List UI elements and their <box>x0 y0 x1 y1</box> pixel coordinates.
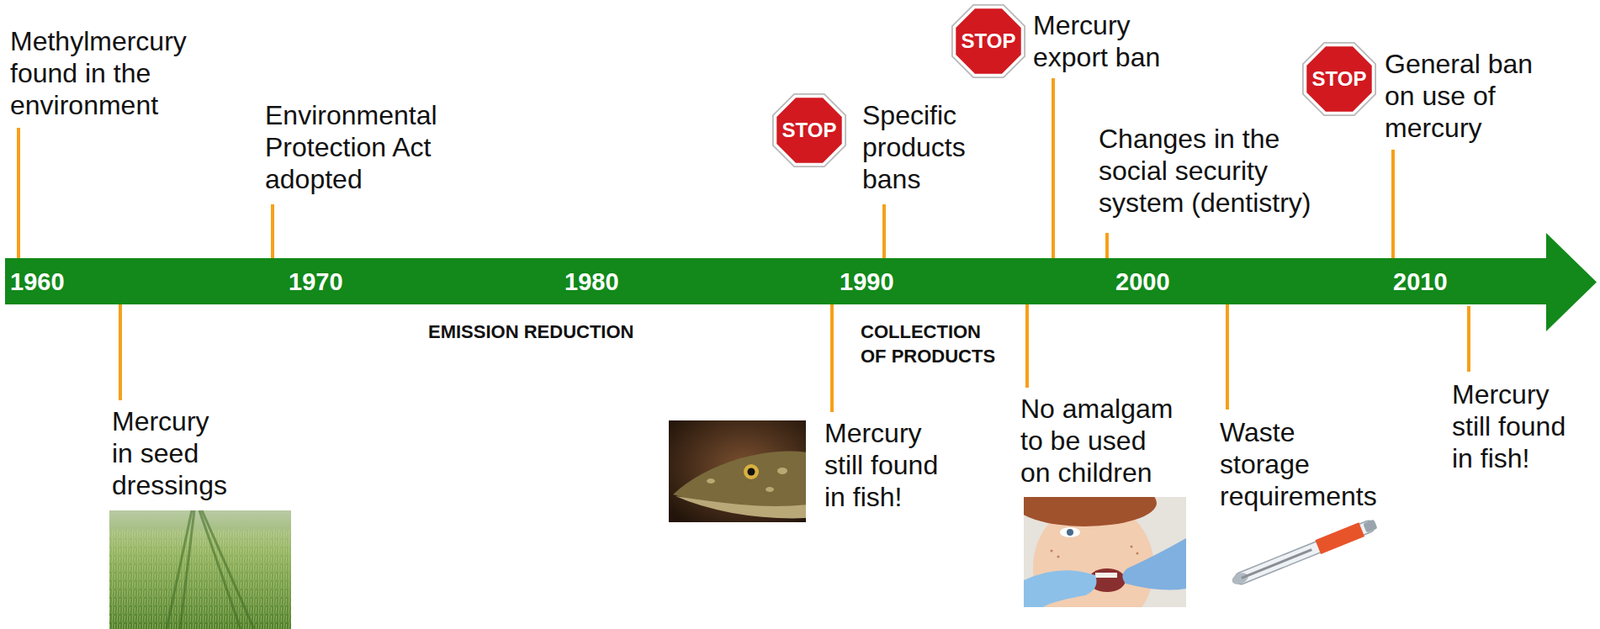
tick-line <box>882 204 886 259</box>
tick-line <box>1105 233 1109 259</box>
year-label: 1990 <box>839 268 895 296</box>
event-label: No amalgam to be used on children <box>1020 392 1177 489</box>
stop-sign: STOP <box>951 4 1026 79</box>
stop-text-box: STOP <box>1302 42 1377 117</box>
event-label: Mercury still found in fish! <box>824 417 943 514</box>
stop-sign: STOP <box>1302 42 1377 117</box>
wheat-field-photo <box>109 510 292 629</box>
event-label: Mercury still found in fish! <box>1451 378 1570 475</box>
event-label: Mercury export ban <box>1033 9 1168 74</box>
tick-line <box>270 204 275 259</box>
event-label: Changes in the social security system (d… <box>1098 122 1328 219</box>
tick-line <box>1467 306 1471 372</box>
tick-line <box>1051 78 1055 259</box>
period-label: EMISSION REDUCTION <box>428 319 681 345</box>
thermometer-photo <box>1229 517 1378 590</box>
tick-line <box>1391 149 1395 259</box>
child-dentist-photo <box>1023 497 1187 608</box>
year-label: 1980 <box>564 268 620 296</box>
tick-lines <box>18 78 1469 413</box>
period-label: COLLECTION OF PRODUCTS <box>860 319 1004 369</box>
stop-text-box: STOP <box>772 93 847 168</box>
event-label: Mercury in seed dressings <box>111 405 232 502</box>
tick-line <box>830 304 834 413</box>
stop-word: STOP <box>961 30 1017 53</box>
tick-line <box>1225 304 1230 410</box>
year-label: 1960 <box>10 268 65 296</box>
tick-line <box>1025 304 1029 388</box>
event-label: Methylmercury found in the environment <box>10 25 191 122</box>
year-label: 2010 <box>1393 268 1448 296</box>
tick-line <box>118 304 122 401</box>
timeline-arrow: 1960 1970 1980 1990 2000 2010 <box>0 233 1599 332</box>
year-label: 1970 <box>288 268 344 296</box>
timeline-arrow-shape <box>0 233 1599 332</box>
event-label: Specific products bans <box>862 99 972 196</box>
stop-text-box: STOP <box>951 4 1026 79</box>
year-label: 2000 <box>1115 268 1171 296</box>
event-label: Environmental Protection Act adopted <box>264 99 442 196</box>
event-label: General ban on use of mercury <box>1384 47 1541 144</box>
stop-sign: STOP <box>772 93 847 168</box>
stop-word: STOP <box>1312 68 1367 91</box>
pike-photo <box>668 420 806 523</box>
stop-word: STOP <box>782 119 838 142</box>
tick-line <box>16 127 21 259</box>
event-label: Waste storage requirements <box>1219 416 1384 513</box>
